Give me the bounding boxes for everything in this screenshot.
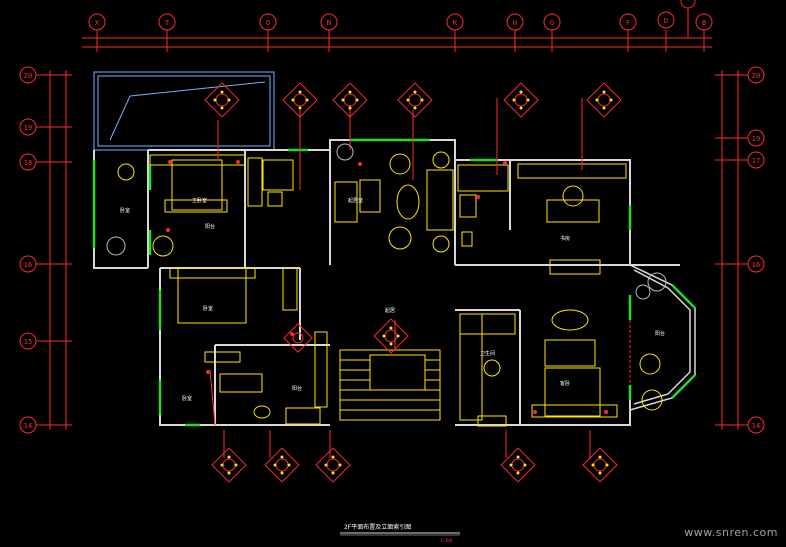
furniture	[117, 151, 663, 427]
plant-icon	[336, 143, 354, 161]
plant-icon	[635, 284, 651, 300]
title-block: 2F平面布置及立面索引图 1:100	[340, 523, 460, 543]
plant-icon	[647, 272, 667, 292]
staircase	[339, 349, 441, 421]
grid-bubble-G	[543, 13, 561, 31]
grid-bubble-O	[259, 13, 277, 31]
top-grid-axis	[82, 0, 712, 52]
balcony-top-left	[93, 71, 275, 151]
grid-bubble-H	[506, 13, 524, 31]
grid-label-H: H	[513, 19, 517, 27]
plants	[106, 143, 667, 300]
room-label: 卧室	[203, 305, 213, 312]
grid-bubble-D	[657, 11, 675, 29]
room-label: 卧室	[120, 207, 130, 214]
right-grid-bubbles	[747, 66, 765, 434]
grid-label-T: T	[165, 19, 170, 27]
grid-label-right-17: 17	[752, 157, 760, 165]
section-markers	[166, 160, 608, 414]
elevation-index-dots	[213, 90, 613, 475]
grid-label-O: O	[266, 19, 270, 27]
room-label: 主卧室	[192, 197, 207, 204]
grid-label-left-16: 16	[24, 261, 32, 269]
grid-label-right-19: 19	[752, 135, 760, 143]
left-grid-bubbles	[19, 66, 37, 434]
grid-bubble-T	[158, 13, 176, 31]
left-grid-labels: 20 19 18 16 15 14	[24, 72, 32, 430]
room-label: 客卧	[560, 380, 570, 387]
elevation-lines	[209, 98, 631, 458]
elevation-index-icon	[211, 447, 247, 483]
grid-bubble-B	[695, 13, 713, 31]
grid-label-right-16: 16	[752, 261, 760, 269]
elevation-index-icon	[582, 447, 618, 483]
grid-label-right-20: 20	[752, 72, 760, 80]
left-grid-axis	[36, 70, 72, 430]
grid-label-G: G	[550, 19, 554, 27]
bay-window-right	[629, 264, 696, 411]
grid-bubble-N	[320, 13, 338, 31]
elevation-index-icon	[586, 82, 622, 118]
grid-label-D: D	[664, 17, 668, 25]
room-label: 卧室	[182, 395, 192, 402]
bed-top-left	[171, 159, 223, 211]
bed-bottom-right	[544, 367, 601, 417]
grid-label-right-14: 14	[752, 422, 760, 430]
grid-label-left-15: 15	[24, 338, 32, 346]
elevation-index-icon	[503, 82, 539, 118]
top-grid-labels: X T O N K H G F D B	[95, 17, 706, 27]
elevation-index-icon	[315, 447, 351, 483]
room-labels: 卧室 主卧室 起居室 书房 卧室 卧室 客卧 起居 卫生间 阳台 阳台 阳台	[120, 197, 665, 402]
room-label: 卫生间	[480, 350, 495, 357]
grid-label-F: F	[626, 19, 630, 27]
grid-label-B: B	[702, 19, 706, 27]
grid-bubble-X	[88, 13, 106, 31]
room-label: 起居室	[348, 197, 363, 204]
room-label: 起居	[385, 308, 395, 314]
top-grid-bubbles	[88, 0, 713, 31]
grid-label-left-18: 18	[24, 159, 32, 167]
room-label: 阳台	[655, 330, 665, 337]
grid-label-left-19: 19	[24, 124, 32, 132]
grid-label-left-14: 14	[24, 422, 32, 430]
plant-icon	[106, 236, 126, 256]
windows	[92, 138, 696, 427]
grid-label-X: X	[95, 19, 100, 27]
grid-label-N: N	[327, 19, 331, 27]
grid-bubble-K	[446, 13, 464, 31]
elevation-index-icon	[373, 318, 409, 354]
right-grid-axis	[715, 70, 748, 430]
drawing-scale: 1:100	[440, 538, 453, 543]
grid-bubble-F	[619, 13, 637, 31]
grid-label-K: K	[453, 19, 458, 27]
bed-mid-left	[177, 267, 247, 324]
right-grid-labels: 20 19 17 16 14	[752, 72, 760, 430]
room-label: 阳台	[292, 385, 302, 392]
elevation-index-icon	[397, 82, 433, 118]
watermark: www.snren.com	[684, 526, 778, 539]
drawing-title: 2F平面布置及立面索引图	[344, 523, 411, 531]
room-label: 阳台	[205, 223, 215, 230]
grid-label-left-20: 20	[24, 72, 32, 80]
elevation-index-icon	[283, 323, 313, 353]
room-label: 书房	[560, 235, 570, 242]
